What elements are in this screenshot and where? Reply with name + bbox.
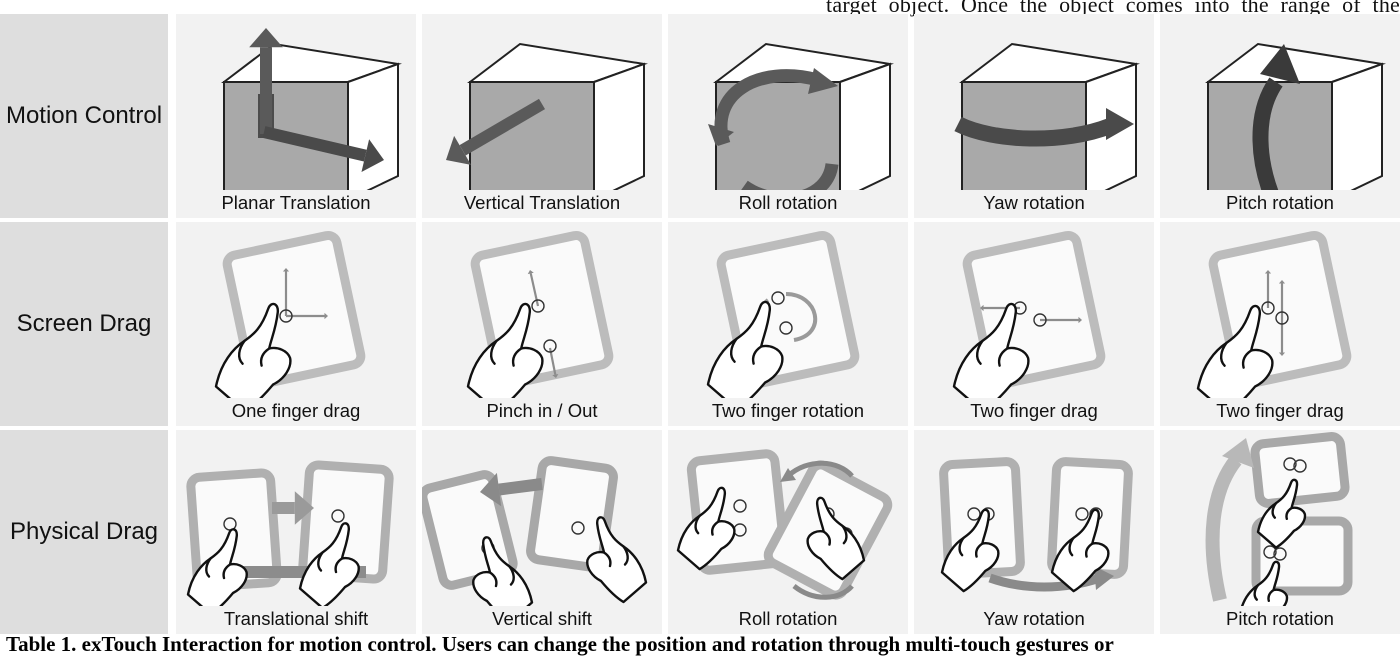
cell-caption: Yaw rotation — [983, 608, 1085, 629]
cell-caption: Roll rotation — [738, 192, 838, 213]
table-cell: Pinch in / Out — [422, 222, 662, 426]
cell-caption: Pitch rotation — [1226, 192, 1334, 213]
body-text-fragment: target object. Once the object comes int… — [826, 0, 1400, 17]
table-cell: Pitch rotation — [1160, 430, 1400, 634]
table-caption: Table 1. exTouch Interaction for motion … — [6, 632, 1114, 656]
vertical-translation-cube-icon — [446, 42, 648, 190]
pinch-icon — [466, 230, 614, 398]
cell-caption: Two finger drag — [970, 400, 1098, 421]
table-cell: One finger drag — [176, 222, 416, 426]
interaction-table: Motion Control Planar Translation Vertic… — [0, 14, 1400, 634]
cell-caption: Pitch rotation — [1226, 608, 1334, 629]
table-cell: Planar Translation — [176, 14, 416, 218]
table-cell: Two finger rotation — [668, 222, 908, 426]
table-cell: Two finger drag — [914, 222, 1154, 426]
cell-caption: Vertical Translation — [463, 192, 621, 213]
one-finger-drag-icon — [214, 230, 366, 398]
roll-rotation-cube-icon — [708, 42, 894, 190]
table-cell: Roll rotation — [668, 430, 908, 634]
cell-caption: Vertical shift — [492, 608, 592, 629]
two-finger-drag-horizontal-icon — [952, 230, 1106, 398]
translational-shift-icon — [186, 460, 394, 606]
table-cell: Roll rotation — [668, 14, 908, 218]
row-label: Screen Drag — [0, 222, 168, 426]
table-cell: Pitch rotation — [1160, 14, 1400, 218]
physical-pitch-rotation-icon — [1205, 432, 1353, 606]
table-cell: Vertical shift — [422, 430, 662, 634]
physical-roll-rotation-icon — [676, 449, 893, 600]
cell-caption: Translational shift — [223, 608, 369, 629]
cell-caption: Roll rotation — [738, 608, 838, 629]
table-cell: Two finger drag — [1160, 222, 1400, 426]
vertical-shift-icon — [422, 456, 648, 606]
table-cell: Yaw rotation — [914, 430, 1154, 634]
physical-yaw-rotation-icon — [939, 457, 1133, 593]
cell-caption: Yaw rotation — [983, 192, 1085, 213]
row-label: Motion Control — [0, 14, 168, 218]
two-finger-drag-vertical-icon — [1196, 230, 1352, 398]
row-label: Physical Drag — [0, 430, 168, 634]
table-cell: Yaw rotation — [914, 14, 1154, 218]
yaw-rotation-cube-icon — [954, 42, 1140, 190]
table-cell: Translational shift — [176, 430, 416, 634]
planar-translation-cube-icon — [221, 28, 402, 190]
cell-caption: Two finger drag — [1216, 400, 1344, 421]
pitch-rotation-cube-icon — [1205, 42, 1386, 190]
cell-caption: Two finger rotation — [711, 400, 865, 421]
table-cell: Vertical Translation — [422, 14, 662, 218]
cell-caption: One finger drag — [231, 400, 361, 421]
cell-caption: Pinch in / Out — [486, 400, 598, 421]
cell-caption: Planar Translation — [221, 192, 371, 213]
two-finger-rotation-icon — [706, 230, 860, 398]
